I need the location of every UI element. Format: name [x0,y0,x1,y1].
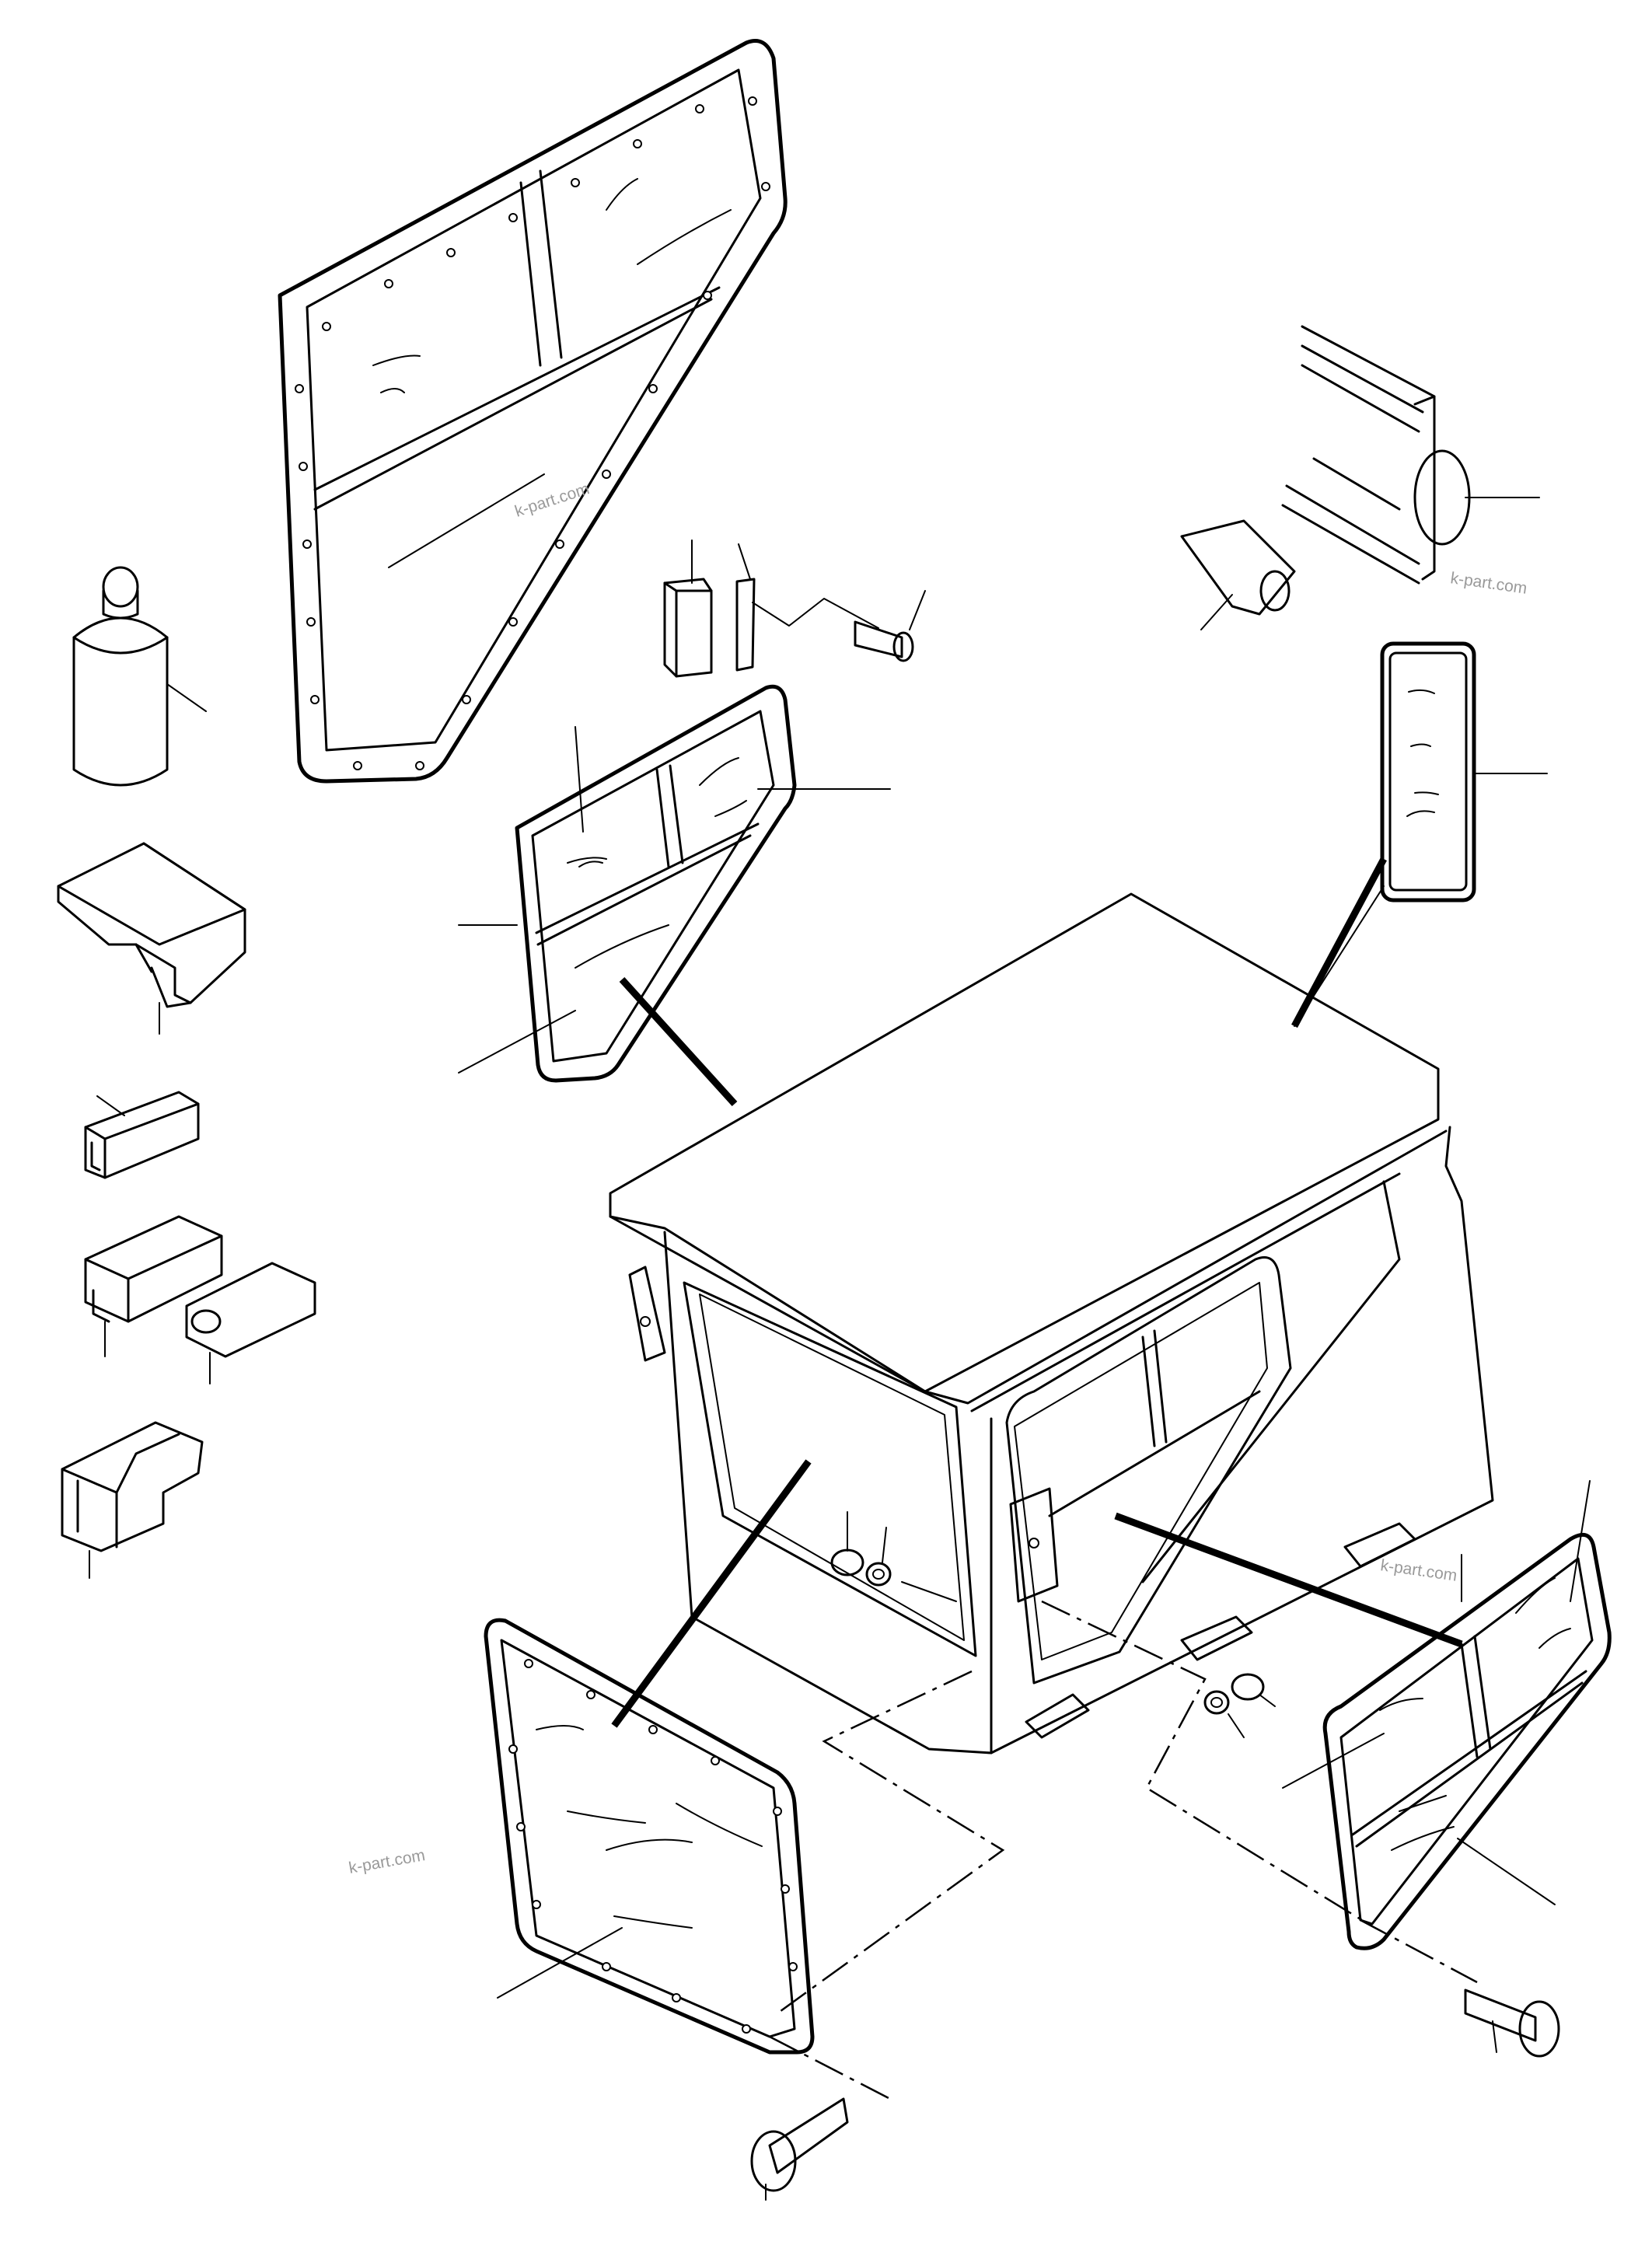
rear-small-glass [1380,641,1548,903]
seal-profile-3 [84,1215,223,1357]
filler-strip [1180,519,1296,630]
adhesive-bottle [72,566,207,787]
watermark-2: k-part.com [1449,569,1528,598]
lower-door-glass-frame [484,1618,815,2055]
cab-body [609,892,1494,1754]
leader-lines [458,726,1591,1999]
upper-door-glass-frame [278,39,788,784]
seal-profile-1 [57,842,246,1035]
seal-profile-2 [84,1091,200,1179]
nut-washer-left [830,1511,892,1587]
seal-profile-5 [61,1421,204,1579]
bolt-lower-left [750,2097,849,2201]
latch-parts [663,539,756,678]
assembly-lines [769,1600,1478,2100]
bolt-lower-right [1464,1988,1560,2058]
seal-profile-4 [185,1262,316,1384]
nut-washer-right [1203,1673,1276,1738]
right-door-glass-frame [1322,1532,1612,1950]
glass-rubber-strip [1281,325,1540,585]
mid-door-glass-frame [515,684,797,1083]
watermark-4: k-part.com [348,1846,427,1877]
watermark-3: k-part.com [1379,1556,1458,1585]
latch-screw [752,590,926,662]
